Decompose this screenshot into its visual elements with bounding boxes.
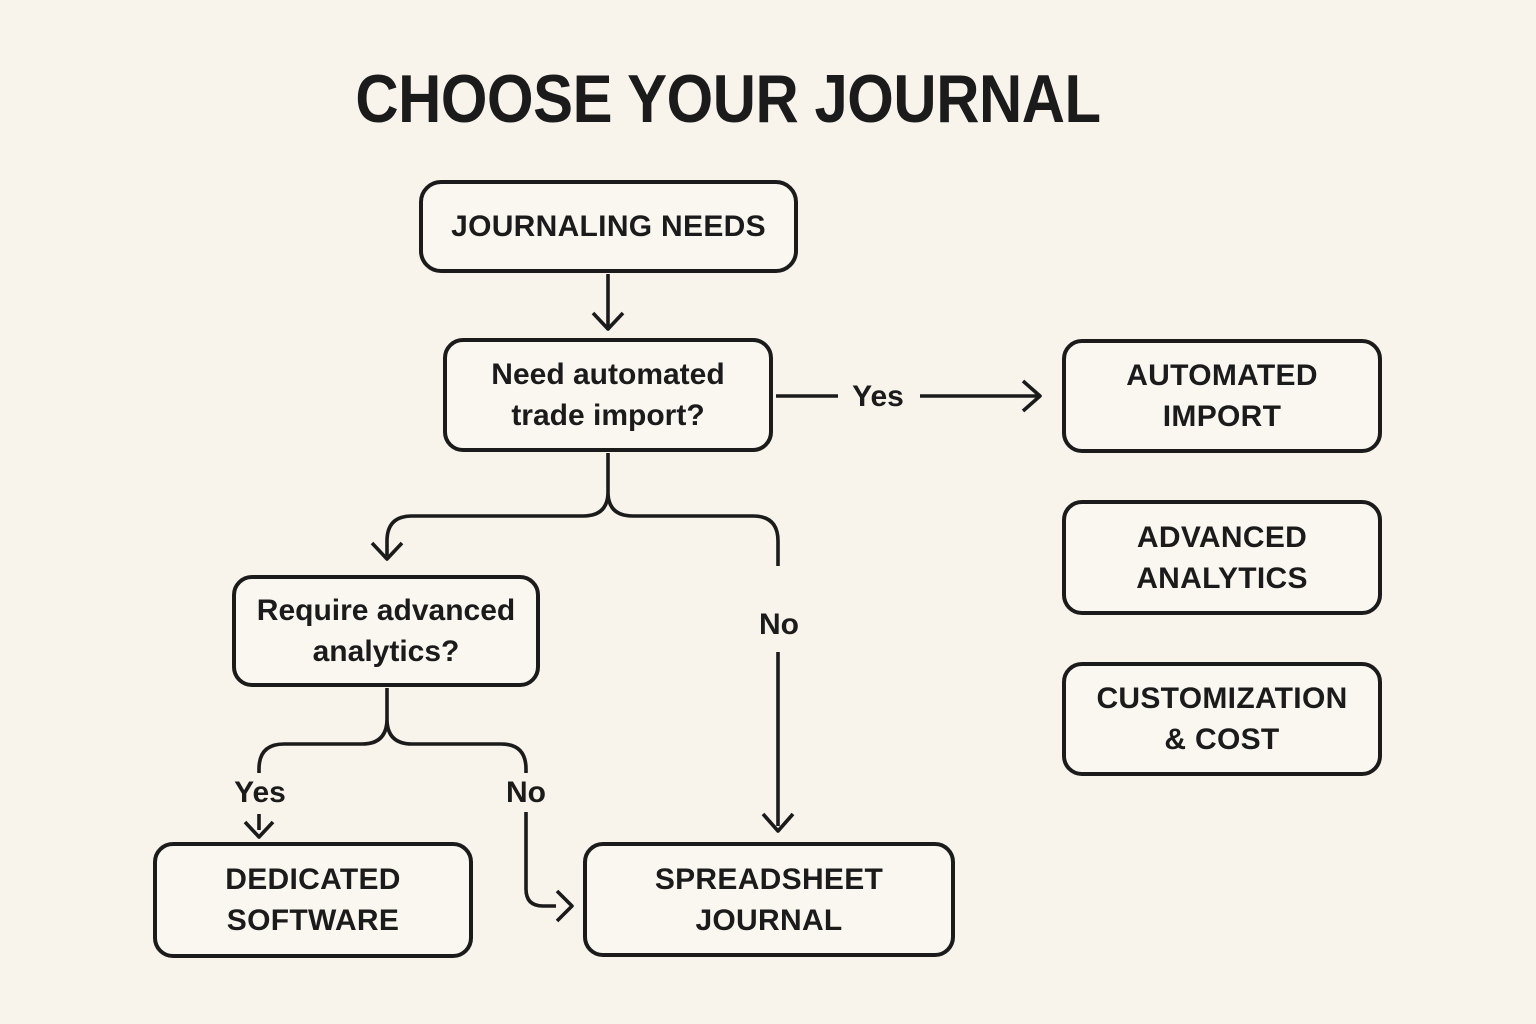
arrow-yes-to-automated-import bbox=[776, 379, 1042, 413]
node-customization-cost-line1: CUSTOMIZATION bbox=[1096, 682, 1348, 715]
node-journaling-needs: JOURNALING NEEDS bbox=[419, 180, 798, 273]
node-require-advanced-analytics-line2: analytics? bbox=[312, 635, 460, 668]
edge-label-import-yes: Yes bbox=[852, 380, 904, 413]
node-journaling-needs-label: JOURNALING NEEDS bbox=[451, 210, 766, 243]
node-need-automated-trade-import: Need automated trade import? bbox=[443, 338, 773, 452]
node-require-advanced-analytics-line1: Require advanced bbox=[256, 594, 516, 627]
node-require-advanced-analytics: Require advanced analytics? bbox=[232, 575, 540, 687]
node-dedicated-software-line1: DEDICATED bbox=[225, 863, 401, 896]
node-spreadsheet-journal-line1: SPREADSHEET bbox=[654, 862, 884, 896]
node-customization-cost: CUSTOMIZATION & COST bbox=[1062, 662, 1382, 776]
edge-label-analytics-yes: Yes bbox=[234, 776, 286, 809]
connector-needs-to-import-question bbox=[591, 274, 625, 331]
edge-label-import-no: No bbox=[759, 608, 799, 641]
node-automated-import-line1: AUTOMATED bbox=[1126, 359, 1318, 392]
node-automated-import: AUTOMATED IMPORT bbox=[1062, 339, 1382, 453]
node-customization-cost-line2: & COST bbox=[1164, 723, 1280, 756]
arrow-no-to-spreadsheet-left bbox=[524, 812, 574, 923]
split-analytics-question bbox=[257, 688, 528, 773]
node-need-automated-trade-import-line2: trade import? bbox=[511, 399, 705, 432]
node-spreadsheet-journal-line2: JOURNAL bbox=[695, 903, 843, 937]
node-advanced-analytics-line2: ANALYTICS bbox=[1136, 561, 1308, 595]
edge-label-analytics-no: No bbox=[506, 776, 546, 809]
node-advanced-analytics: ADVANCED ANALYTICS bbox=[1062, 500, 1382, 615]
arrow-yes-to-dedicated-software bbox=[243, 814, 275, 839]
arrow-no-to-spreadsheet-top bbox=[761, 652, 795, 833]
node-advanced-analytics-line1: ADVANCED bbox=[1136, 520, 1308, 554]
node-need-automated-trade-import-line1: Need automated bbox=[491, 358, 725, 391]
node-spreadsheet-journal: SPREADSHEET JOURNAL bbox=[583, 842, 955, 957]
diagram-title: CHOOSE YOUR JOURNAL bbox=[355, 61, 1101, 137]
node-dedicated-software-line2: SOFTWARE bbox=[226, 904, 400, 937]
node-dedicated-software: DEDICATED SOFTWARE bbox=[153, 842, 473, 958]
arrowhead-to-analytics-question bbox=[370, 541, 404, 561]
split-import-question bbox=[385, 453, 780, 566]
node-automated-import-line2: IMPORT bbox=[1162, 400, 1282, 433]
